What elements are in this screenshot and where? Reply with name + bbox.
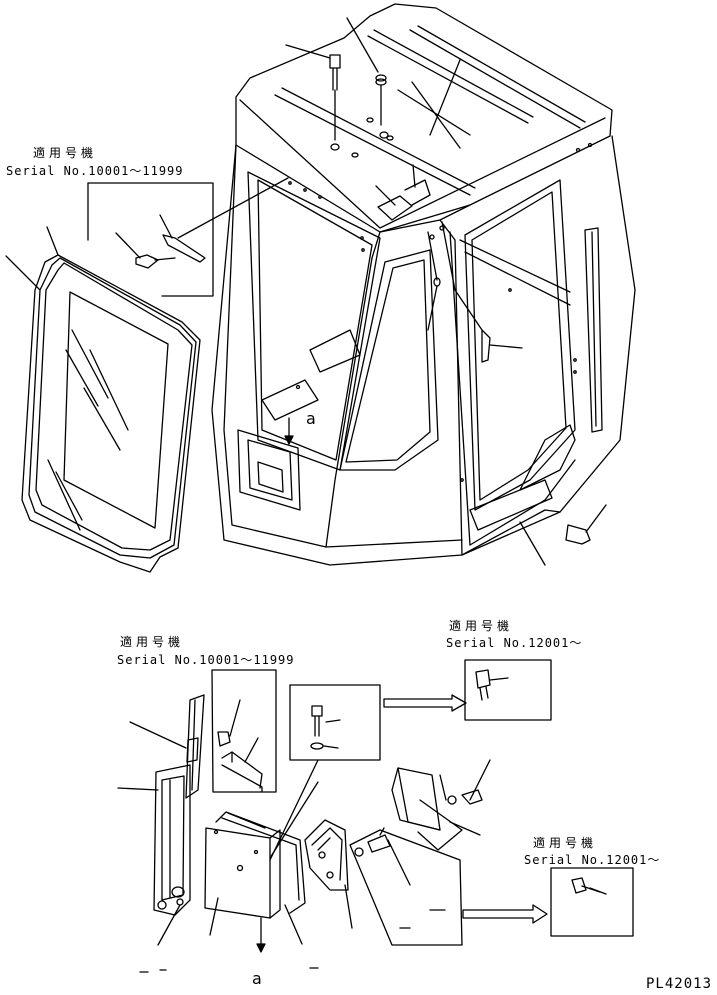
serial-range-door-lock: Serial No.10001～11999: [117, 653, 295, 667]
door-hinge-block: [304, 819, 353, 929]
serial-box-bolt: [464, 659, 552, 721]
applicability-label-door-lock: 適用号機: [120, 635, 185, 649]
view-arrow-upper: [284, 417, 294, 445]
bolt-washer-box: [289, 684, 467, 761]
serial-range-top: Serial No.10001～11999: [6, 164, 184, 178]
applicability-label-top: 適用号機: [33, 146, 98, 160]
floor-bolt: [519, 504, 607, 566]
side-window-glass: [5, 226, 201, 573]
bracket-plate-assembly: [349, 759, 548, 946]
applicability-label-bolt: 適用号機: [449, 619, 514, 633]
serial-range-bracket: Serial No.12001～: [524, 853, 661, 867]
misc-marks: [139, 967, 319, 973]
serial-range-bolt: Serial No.12001～: [446, 636, 583, 650]
view-a-label-lower: a: [252, 969, 263, 988]
serial-box-bracket: [550, 867, 634, 937]
door-lock-plate: [204, 759, 319, 945]
view-arrow-lower: [256, 917, 266, 953]
roof-bolt-assembly: [285, 17, 394, 158]
cab-body: [211, 3, 636, 566]
lock-latch-assembly: [117, 694, 205, 946]
drawing-code: PL42013: [646, 976, 713, 992]
view-a-label-upper: a: [306, 409, 317, 428]
applicability-label-bracket: 適用号機: [533, 836, 598, 850]
pillar-bracket-bolts: [375, 164, 523, 363]
serial-box-door-lock: [211, 669, 277, 793]
serial-box-top: [87, 177, 289, 297]
